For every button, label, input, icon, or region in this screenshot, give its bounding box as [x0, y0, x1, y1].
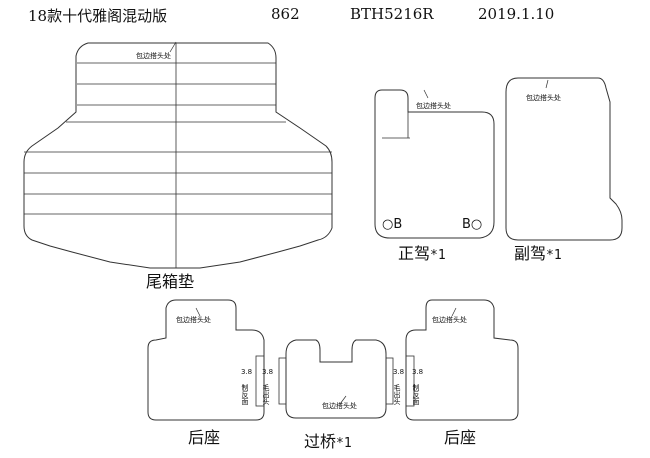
trunk-mat-name: 尾箱垫	[146, 272, 195, 291]
rear-right-side-b: 毛出头	[393, 383, 401, 406]
rear-left-name: 后座	[188, 428, 221, 447]
bridge-mat	[278, 339, 394, 419]
model-code: 862	[271, 5, 300, 23]
trunk-note: 包边搭头处	[136, 51, 171, 60]
rear-right-note: 包边搭头处	[432, 315, 467, 324]
rear-left-side-a: 制反面	[241, 383, 249, 406]
driver-mark-right: B○	[462, 217, 482, 232]
passenger-note: 包边搭头处	[526, 93, 561, 102]
part-number: BTH5216R	[350, 5, 434, 23]
rear-right-label: 后座	[444, 424, 476, 448]
rear-left-num-a: 3.8	[241, 368, 252, 376]
passenger-mat	[505, 77, 623, 241]
driver-mat-name: 正驾	[398, 244, 431, 263]
rear-left-num-b: 3.8	[262, 368, 273, 376]
rear-left-mat	[147, 299, 265, 421]
driver-mat-count: *1	[430, 248, 446, 263]
rear-left-note: 包边搭头处	[176, 315, 211, 324]
driver-mat	[374, 89, 495, 239]
bridge-note: 包边搭头处	[322, 401, 357, 410]
passenger-mat-name: 副驾	[514, 244, 547, 263]
model-title: 18款十代雅阁混动版	[28, 7, 168, 25]
rear-right-num-a: 3.8	[412, 368, 423, 376]
trunk-mat	[23, 41, 333, 269]
rear-left-label: 后座	[188, 424, 220, 448]
driver-mat-label: 正驾*1	[398, 240, 446, 264]
bridge-count: *1	[336, 436, 352, 451]
rear-right-num-b: 3.8	[393, 368, 404, 376]
revision-date: 2019.1.10	[478, 5, 555, 23]
rear-right-mat	[405, 299, 519, 421]
driver-mark-left: ○B	[382, 217, 402, 232]
trunk-mat-label: 尾箱垫	[146, 268, 194, 292]
driver-note: 包边搭头处	[416, 101, 451, 110]
bridge-label: 过桥*1	[304, 428, 352, 452]
rear-right-name: 后座	[444, 428, 477, 447]
passenger-mat-count: *1	[546, 248, 562, 263]
rear-right-side-a: 制反面	[412, 383, 420, 406]
rear-left-side-b: 毛出头	[262, 383, 270, 406]
passenger-mat-label: 副驾*1	[514, 240, 562, 264]
bridge-name: 过桥	[304, 432, 337, 451]
